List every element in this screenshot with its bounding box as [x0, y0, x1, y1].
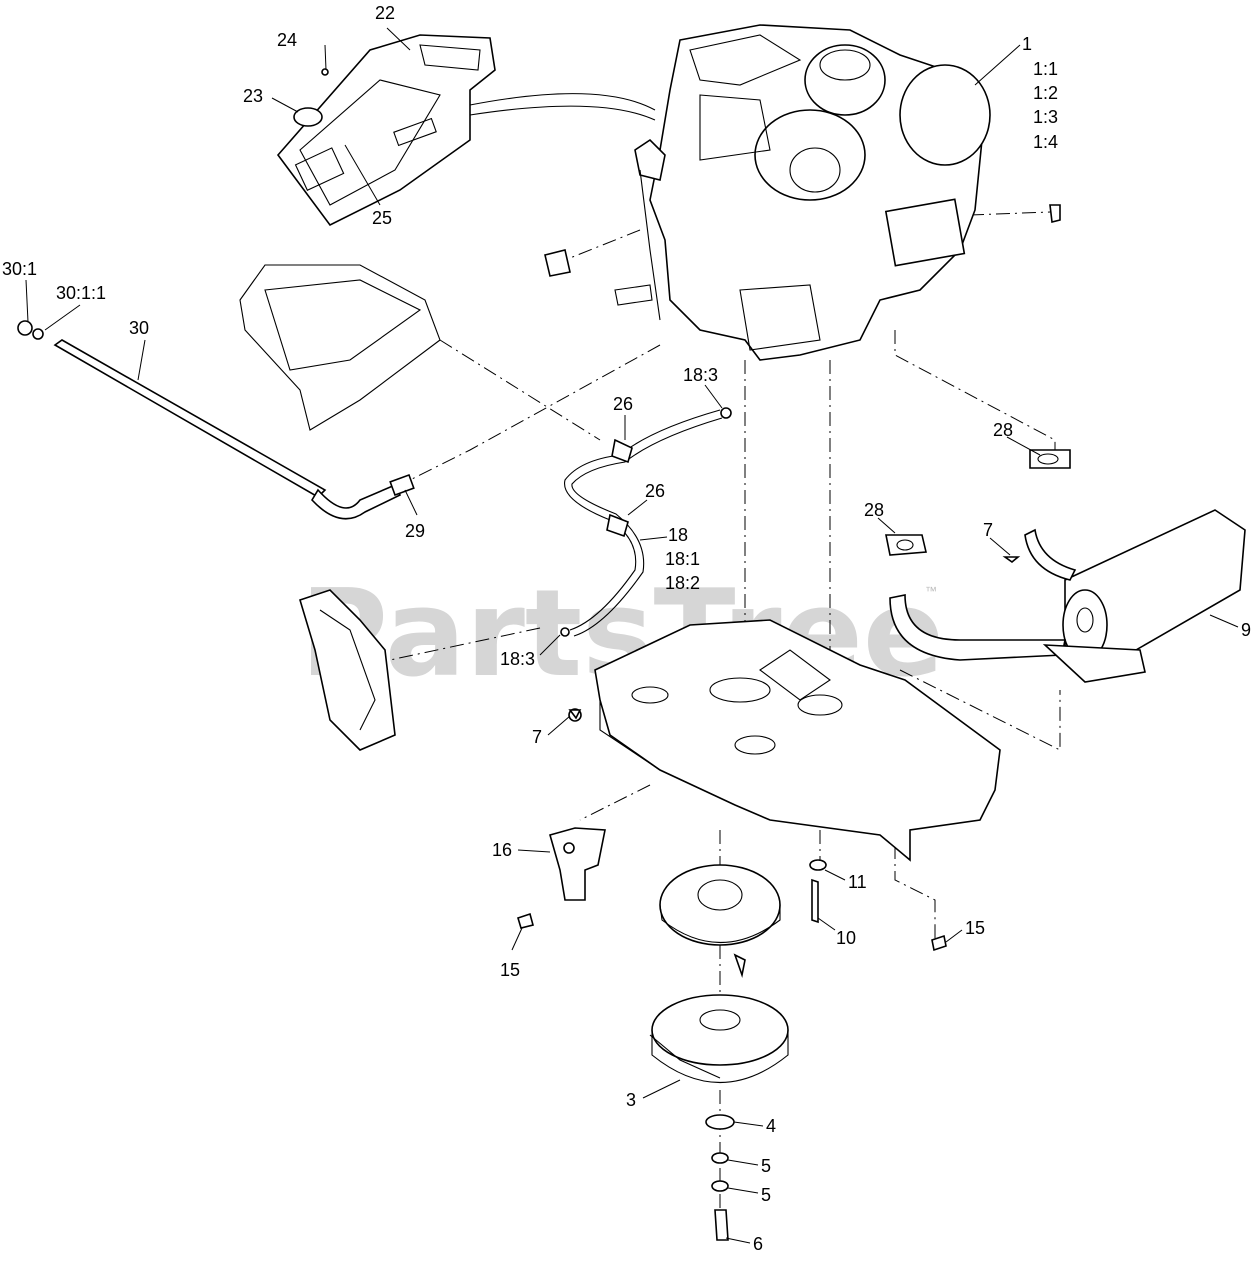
callout-26-bottom: 26 [645, 481, 665, 501]
engine [544, 24, 1061, 361]
callout-16: 16 [492, 840, 512, 860]
callout-22: 22 [375, 3, 395, 23]
callout-labels: 1 1:1 1:2 1:3 1:4 22 24 23 25 30:1 30:1:… [2, 3, 1251, 1254]
callout-1-2: 1:2 [1033, 83, 1058, 103]
callout-15-right: 15 [965, 918, 985, 938]
callout-24: 24 [277, 30, 297, 50]
callout-15-left: 15 [500, 960, 520, 980]
callout-1: 1 [1022, 34, 1032, 54]
callout-1-1: 1:1 [1033, 59, 1058, 79]
watermark-trademark: ™ [925, 584, 937, 598]
engine-bracket [239, 264, 441, 431]
callout-18-1: 18:1 [665, 549, 700, 569]
callout-5-top: 5 [761, 1156, 771, 1176]
callout-6: 6 [753, 1234, 763, 1254]
callout-11: 11 [848, 872, 867, 892]
callout-7-left: 7 [532, 727, 542, 747]
callout-30-1-1: 30:1:1 [56, 283, 106, 303]
callout-3: 3 [626, 1090, 636, 1110]
clutch [649, 994, 789, 1241]
callout-30: 30 [129, 318, 149, 338]
callout-10: 10 [836, 928, 856, 948]
leader-lines [25, 27, 1239, 1244]
callout-18: 18 [668, 525, 688, 545]
callout-5-bottom: 5 [761, 1185, 771, 1205]
callout-9: 9 [1241, 620, 1251, 640]
muffler [568, 449, 1246, 720]
callout-23: 23 [243, 86, 263, 106]
control-panel [276, 34, 656, 227]
callout-1-4: 1:4 [1033, 132, 1058, 152]
fuel-hose [560, 407, 732, 637]
callout-26-top: 26 [613, 394, 633, 414]
pulley [659, 864, 781, 979]
callout-1-3: 1:3 [1033, 107, 1058, 127]
callout-28-left: 28 [864, 500, 884, 520]
idler-bracket [517, 827, 947, 952]
heat-shield [299, 589, 396, 751]
callout-4: 4 [766, 1116, 776, 1136]
callout-18-3-bottom: 18:3 [500, 649, 535, 669]
fuel-line [17, 320, 415, 520]
callout-18-2: 18:2 [665, 573, 700, 593]
callout-18-3-top: 18:3 [683, 365, 718, 385]
callout-29: 29 [405, 521, 425, 541]
callout-28-right: 28 [993, 420, 1013, 440]
callout-25: 25 [372, 208, 392, 228]
callout-30-1: 30:1 [2, 259, 37, 279]
callout-7-right: 7 [983, 520, 993, 540]
